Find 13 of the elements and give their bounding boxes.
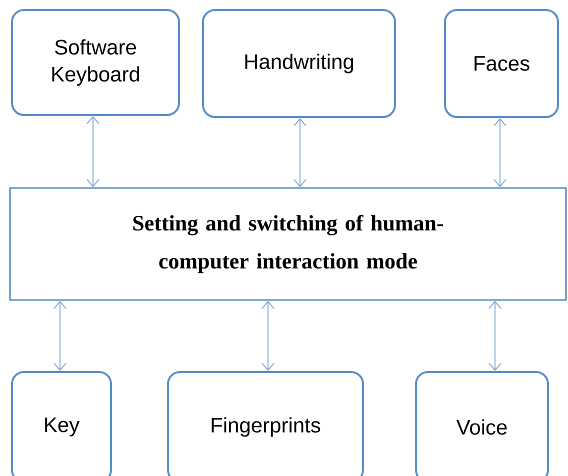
input-box: Voice xyxy=(415,371,549,476)
input-box: Key xyxy=(11,371,112,476)
double-arrow xyxy=(86,116,100,188)
input-box: Faces xyxy=(444,9,559,118)
double-arrow xyxy=(294,118,306,188)
double-arrow xyxy=(494,118,506,188)
double-arrow xyxy=(262,300,274,371)
double-arrow xyxy=(54,300,66,371)
input-box: Software Keyboard xyxy=(11,9,180,116)
input-box: Fingerprints xyxy=(167,371,364,476)
double-arrow xyxy=(488,300,502,371)
mode-box: Setting and switching of human-computer interaction mode xyxy=(9,187,567,301)
input-box: Handwriting xyxy=(202,9,396,118)
